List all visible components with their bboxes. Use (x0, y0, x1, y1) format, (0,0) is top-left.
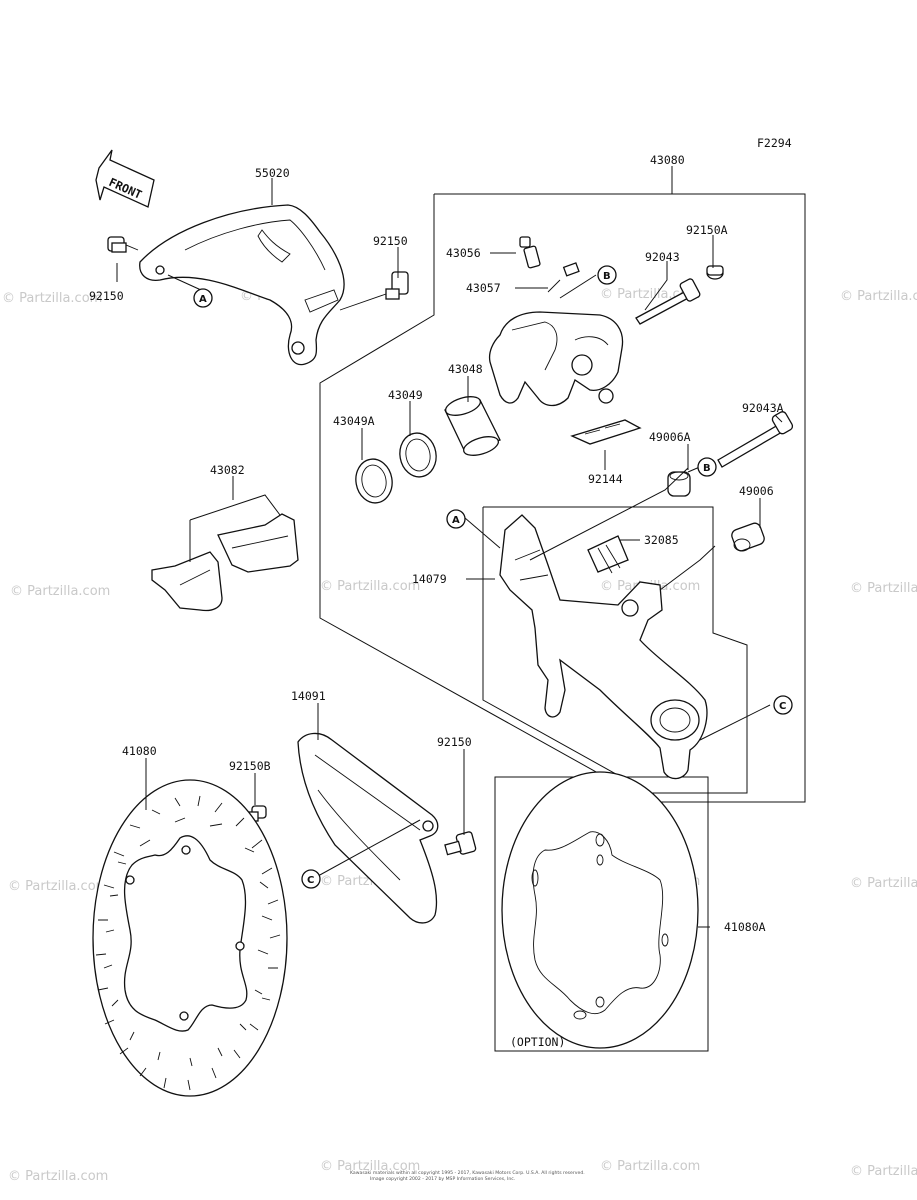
bleeder-valve-part (519, 236, 541, 269)
brake-disc-part (92, 779, 288, 1097)
front-arrow-icon: FRONT (95, 149, 155, 208)
boot-part (731, 522, 765, 552)
caliper-body-part (488, 311, 624, 407)
part-number-label: 43049 (388, 388, 423, 402)
part-number-label: 92043 (645, 250, 680, 264)
part-number-label: 92144 (588, 472, 623, 486)
copyright-line: Kawasaki materials within all copyright … (350, 1170, 585, 1176)
part-number-label: 32085 (644, 533, 679, 547)
callout-b-marker: B (597, 265, 617, 285)
figure-code: F2294 (757, 136, 792, 150)
brake-disc-option-part (501, 771, 699, 1049)
svg-text:B: B (703, 463, 711, 474)
svg-text:C: C (307, 875, 314, 886)
callout-a-marker: A (193, 288, 213, 308)
bracket-assembly-box (482, 506, 748, 794)
watermark-text: © Partzilla.com (2, 291, 102, 306)
svg-text:A: A (199, 294, 207, 305)
pad-spring-part (570, 419, 642, 445)
slide-pin-part (717, 411, 794, 468)
bleeder-cap-part (547, 262, 580, 293)
slide-pin-part (635, 278, 701, 325)
caliper-assembly-box (319, 193, 806, 803)
part-number-label: 14091 (291, 689, 326, 703)
caliper-bracket-part (499, 514, 708, 780)
watermark-text: © Partzilla.com (320, 579, 420, 594)
part-number-label: 92150 (89, 289, 124, 303)
watermark-text: © Partzilla.com (8, 1169, 108, 1184)
watermark-text: © Partzilla.com (320, 1159, 420, 1174)
brake-pad-part (151, 551, 223, 612)
svg-text:C: C (779, 701, 786, 712)
svg-text:B: B (603, 271, 611, 282)
part-number-label: 41080 (122, 744, 157, 758)
watermark-text: © Partzilla.com (8, 879, 108, 894)
part-number-label: 43048 (448, 362, 483, 376)
callout-a-marker: A (446, 509, 466, 529)
watermark-text: © Partzilla.com (10, 584, 110, 599)
part-number-label: 49006A (649, 430, 691, 444)
watermark-text: © Partzilla.com (850, 876, 917, 891)
watermark-text: © Partzilla.com (600, 1159, 700, 1174)
part-number-label: 55020 (255, 166, 290, 180)
bolt-part (107, 236, 139, 253)
callout-c-marker: C (301, 869, 321, 889)
part-number-label: 43082 (210, 463, 245, 477)
part-number-label: 92043A (742, 401, 784, 415)
part-labels: 55020 92150 92150 43080 43056 43057 9215… (89, 153, 784, 934)
svg-text:A: A (452, 515, 460, 526)
part-number-label: 43056 (446, 246, 481, 260)
boot-part (667, 471, 691, 497)
pad-clip-part (587, 535, 629, 574)
dust-seal-part (355, 458, 393, 504)
watermark-text: © Partzilla.com (850, 581, 917, 596)
part-number-label: 92150 (373, 234, 408, 248)
leader-line (189, 494, 281, 521)
callout-c-marker: C (773, 695, 793, 715)
callout-b-marker: B (697, 457, 717, 477)
leader-lines (116, 166, 783, 928)
piston-seal-part (399, 432, 437, 478)
disc-guard-part (297, 732, 439, 924)
part-number-label: 92150A (686, 223, 728, 237)
copyright-line: Image copyright 2002 - 2017 by MSP Infor… (370, 1176, 515, 1182)
bolt-part (339, 271, 409, 311)
caliper-guard-part (139, 204, 345, 366)
bolt-part (444, 831, 477, 856)
part-number-label: 49006 (739, 484, 774, 498)
option-label: (OPTION) (510, 1035, 565, 1049)
watermark-text: © Partzilla.com (850, 1164, 917, 1179)
rubber-cap-part (706, 265, 724, 280)
watermark-text: © Partzilla.com (840, 289, 917, 304)
part-number-label: 43057 (466, 281, 501, 295)
brake-pad-part (217, 513, 299, 573)
piston-part (444, 396, 501, 456)
part-number-label: 92150 (437, 735, 472, 749)
part-number-label: 92150B (229, 759, 271, 773)
part-number-label: 41080A (724, 920, 766, 934)
part-number-label: 14079 (412, 572, 447, 586)
part-number-label: 43049A (333, 414, 375, 428)
part-number-label: 43080 (650, 153, 685, 167)
